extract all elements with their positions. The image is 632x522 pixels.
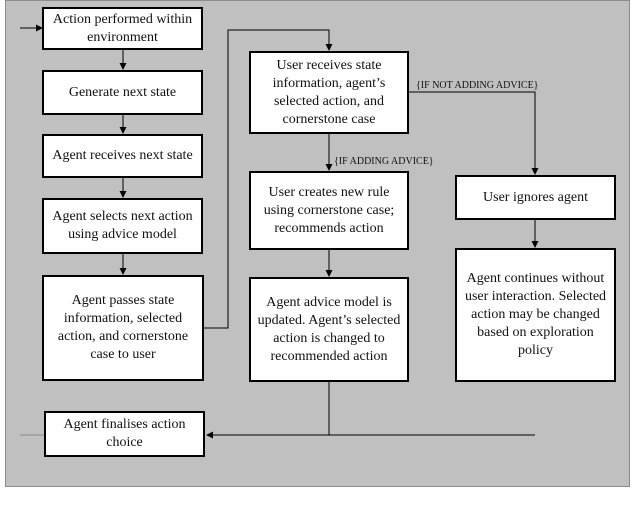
box-agent-receives-next-state: Agent receives next state [42, 134, 203, 178]
box-user-ignores-agent-text: User ignores agent [483, 189, 588, 205]
box-action-performed: Action performed within environment [42, 7, 203, 50]
box-agent-receives-next-state-text: Agent receives next state [52, 148, 193, 163]
box-user-creates-rule-text: User creates new rule using cornerstone … [263, 184, 395, 236]
box-agent-passes-info-text: Agent passes state information, selected… [57, 293, 189, 362]
box-user-receives-info: User receives state information, agent’s… [249, 51, 409, 134]
arrow-passes-to-user [204, 29, 333, 329]
box-agent-continues-text: Agent continues without user interaction… [464, 271, 607, 358]
arrow-user-to-ignore [409, 91, 539, 175]
box-agent-selects-action: Agent selects next action using advice m… [42, 198, 203, 254]
arrow-updated-to-finalise [206, 382, 330, 439]
box-generate-next-state-text: Generate next state [68, 84, 177, 100]
label-if-adding-advice: {IF ADDING ADVICE} [334, 156, 434, 167]
box-agent-finalises: Agent finalises action choice [44, 411, 205, 457]
box-agent-selects-action-text: Agent selects next action using advice m… [52, 209, 193, 242]
box-action-performed-text: Action performed within environment [52, 11, 193, 45]
cropped-caption-fragment [200, 511, 440, 522]
box-generate-next-state: Generate next state [42, 70, 203, 115]
label-if-not-adding-advice: {IF NOT ADDING ADVICE} [416, 80, 539, 91]
box-agent-finalises-text: Agent finalises action choice [63, 417, 186, 450]
box-agent-passes-info: Agent passes state information, selected… [42, 275, 204, 381]
box-user-creates-rule: User creates new rule using cornerstone … [249, 171, 409, 250]
box-user-receives-info-text: User receives state information, agent’s… [272, 57, 386, 127]
box-agent-continues: Agent continues without user interaction… [455, 248, 616, 382]
box-advice-model-updated-text: Agent advice model is updated. Agent’s s… [257, 294, 401, 364]
box-advice-model-updated: Agent advice model is updated. Agent’s s… [249, 277, 409, 382]
box-user-ignores-agent: User ignores agent [455, 175, 616, 220]
